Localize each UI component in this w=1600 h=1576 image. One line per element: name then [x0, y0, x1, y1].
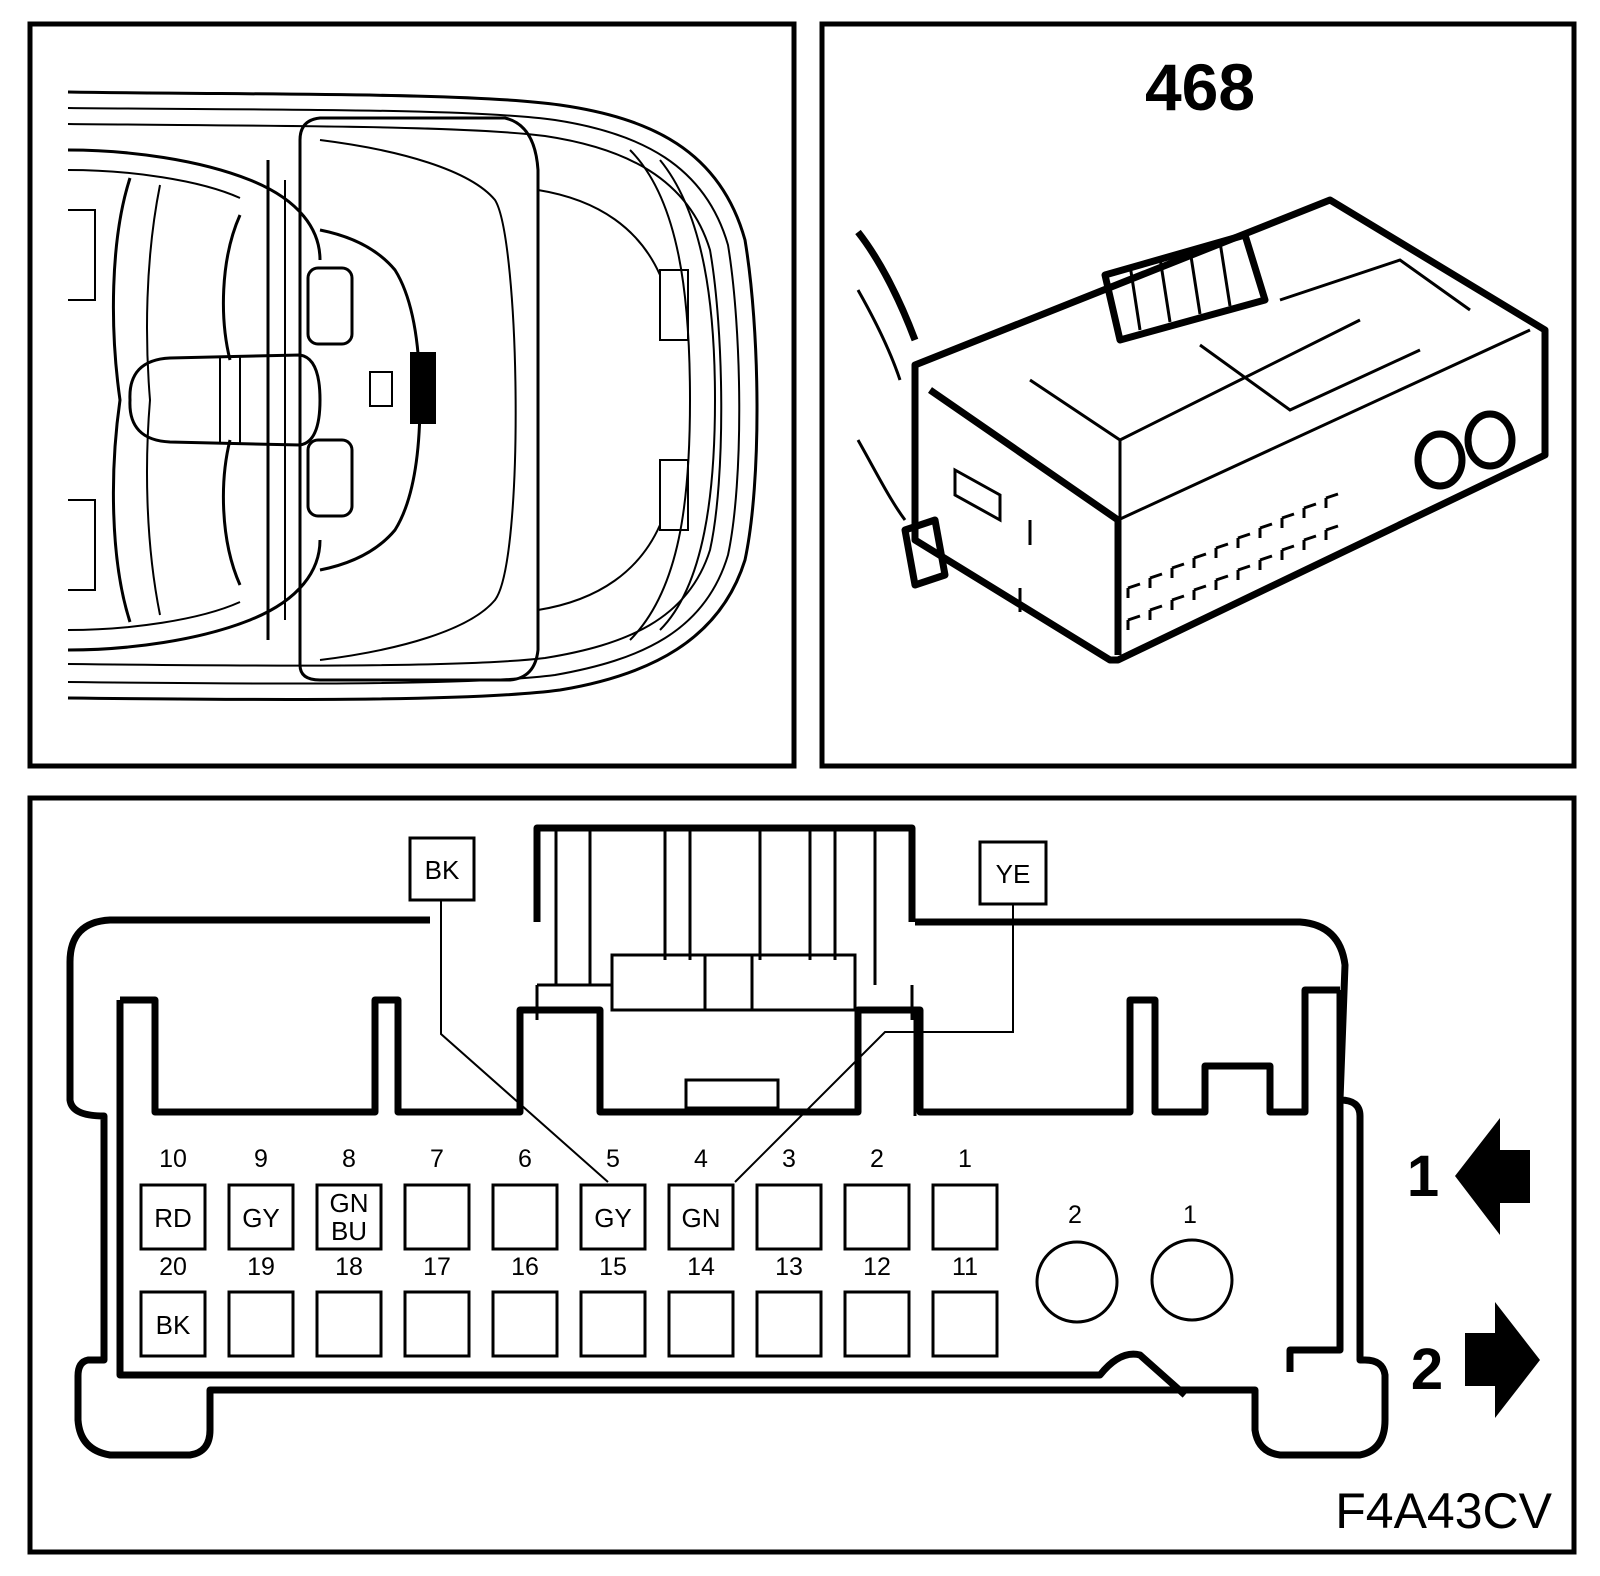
- pin-18: 18: [315, 1253, 383, 1358]
- pin-1: 1: [931, 1145, 999, 1251]
- wire-color: GY: [242, 1203, 280, 1233]
- wire-color: RD: [154, 1203, 192, 1233]
- svg-text:14: 14: [687, 1253, 715, 1281]
- pinout-panel: 10 RD 9 GY 8 GN BU 7 6: [27, 795, 1577, 1555]
- pin-14: 14: [667, 1253, 735, 1358]
- figure-code: F4A43CV: [1335, 1483, 1552, 1539]
- svg-text:4: 4: [694, 1145, 708, 1173]
- round-pin-1-label: 1: [1183, 1201, 1197, 1229]
- pin-20: 20 BK: [139, 1253, 207, 1358]
- svg-text:6: 6: [518, 1145, 532, 1173]
- pin-row-bottom: 20 BK 19 18 17 16 15: [139, 1253, 999, 1358]
- pin-4: 4 GN: [667, 1145, 735, 1251]
- svg-text:8: 8: [342, 1145, 356, 1173]
- svg-text:11: 11: [952, 1253, 978, 1281]
- car-interior-drawing: [67, 90, 759, 702]
- wire-color: GY: [594, 1203, 632, 1233]
- svg-text:3: 3: [782, 1145, 796, 1173]
- pin-17: 17: [403, 1253, 471, 1358]
- svg-text:2: 2: [870, 1145, 884, 1173]
- connector-3d-panel: 468: [819, 21, 1577, 769]
- round-pins: 2 1: [1035, 1201, 1234, 1324]
- pin-13: 13: [755, 1253, 823, 1358]
- pin-6: 6: [491, 1145, 559, 1251]
- connector-face-outline: [66, 824, 1389, 1459]
- connector-id: 468: [1145, 50, 1255, 124]
- wire-color: GN: [682, 1203, 721, 1233]
- pin-2: 2: [843, 1145, 911, 1251]
- arrow-right-icon: [1465, 1302, 1540, 1418]
- pin-9: 9 GY: [227, 1145, 295, 1251]
- round-pin-2: [1035, 1240, 1119, 1324]
- arrow-left-icon: [1455, 1118, 1530, 1235]
- callout-bk: BK: [408, 836, 609, 1183]
- connector-3d-drawing: [855, 196, 1549, 664]
- svg-text:BK: BK: [425, 855, 460, 885]
- pin-7: 7: [403, 1145, 471, 1251]
- svg-text:1: 1: [958, 1145, 972, 1173]
- pin-10: 10 RD: [139, 1145, 207, 1251]
- svg-text:17: 17: [423, 1253, 451, 1281]
- pin-5: 5 GY: [579, 1145, 647, 1251]
- pin-12: 12: [843, 1253, 911, 1358]
- wire-color-stripe: BU: [331, 1216, 367, 1246]
- svg-text:18: 18: [335, 1253, 363, 1281]
- pin-row-top: 10 RD 9 GY 8 GN BU 7 6: [139, 1145, 999, 1251]
- pin-11: 11: [931, 1253, 999, 1358]
- svg-text:15: 15: [599, 1253, 627, 1281]
- pin-15: 15: [579, 1253, 647, 1358]
- svg-text:13: 13: [775, 1253, 803, 1281]
- svg-text:12: 12: [863, 1253, 891, 1281]
- svg-text:16: 16: [511, 1253, 539, 1281]
- pin-16: 16: [491, 1253, 559, 1358]
- svg-text:2: 2: [1411, 1337, 1443, 1402]
- arrow-1-in: 1: [1407, 1118, 1530, 1235]
- wire-color: BK: [156, 1310, 191, 1340]
- callout-ye: YE: [734, 840, 1048, 1183]
- svg-text:10: 10: [159, 1145, 187, 1173]
- pin-19: 19: [227, 1253, 295, 1358]
- svg-text:1: 1: [1407, 1144, 1439, 1209]
- svg-text:20: 20: [159, 1253, 187, 1281]
- svg-text:5: 5: [606, 1145, 620, 1173]
- arrow-2-out: 2: [1411, 1302, 1540, 1418]
- svg-text:19: 19: [247, 1253, 275, 1281]
- terminal-slots: [1126, 492, 1339, 630]
- wire-color: GN: [330, 1188, 369, 1218]
- round-pin-2-label: 2: [1068, 1201, 1082, 1229]
- round-pin-1: [1150, 1238, 1234, 1322]
- pin-8: 8 GN BU: [315, 1145, 383, 1251]
- svg-text:YE: YE: [996, 859, 1031, 889]
- pin-3: 3: [755, 1145, 823, 1251]
- svg-text:7: 7: [430, 1145, 444, 1173]
- svg-text:9: 9: [254, 1145, 268, 1173]
- vehicle-location-panel: [27, 21, 797, 769]
